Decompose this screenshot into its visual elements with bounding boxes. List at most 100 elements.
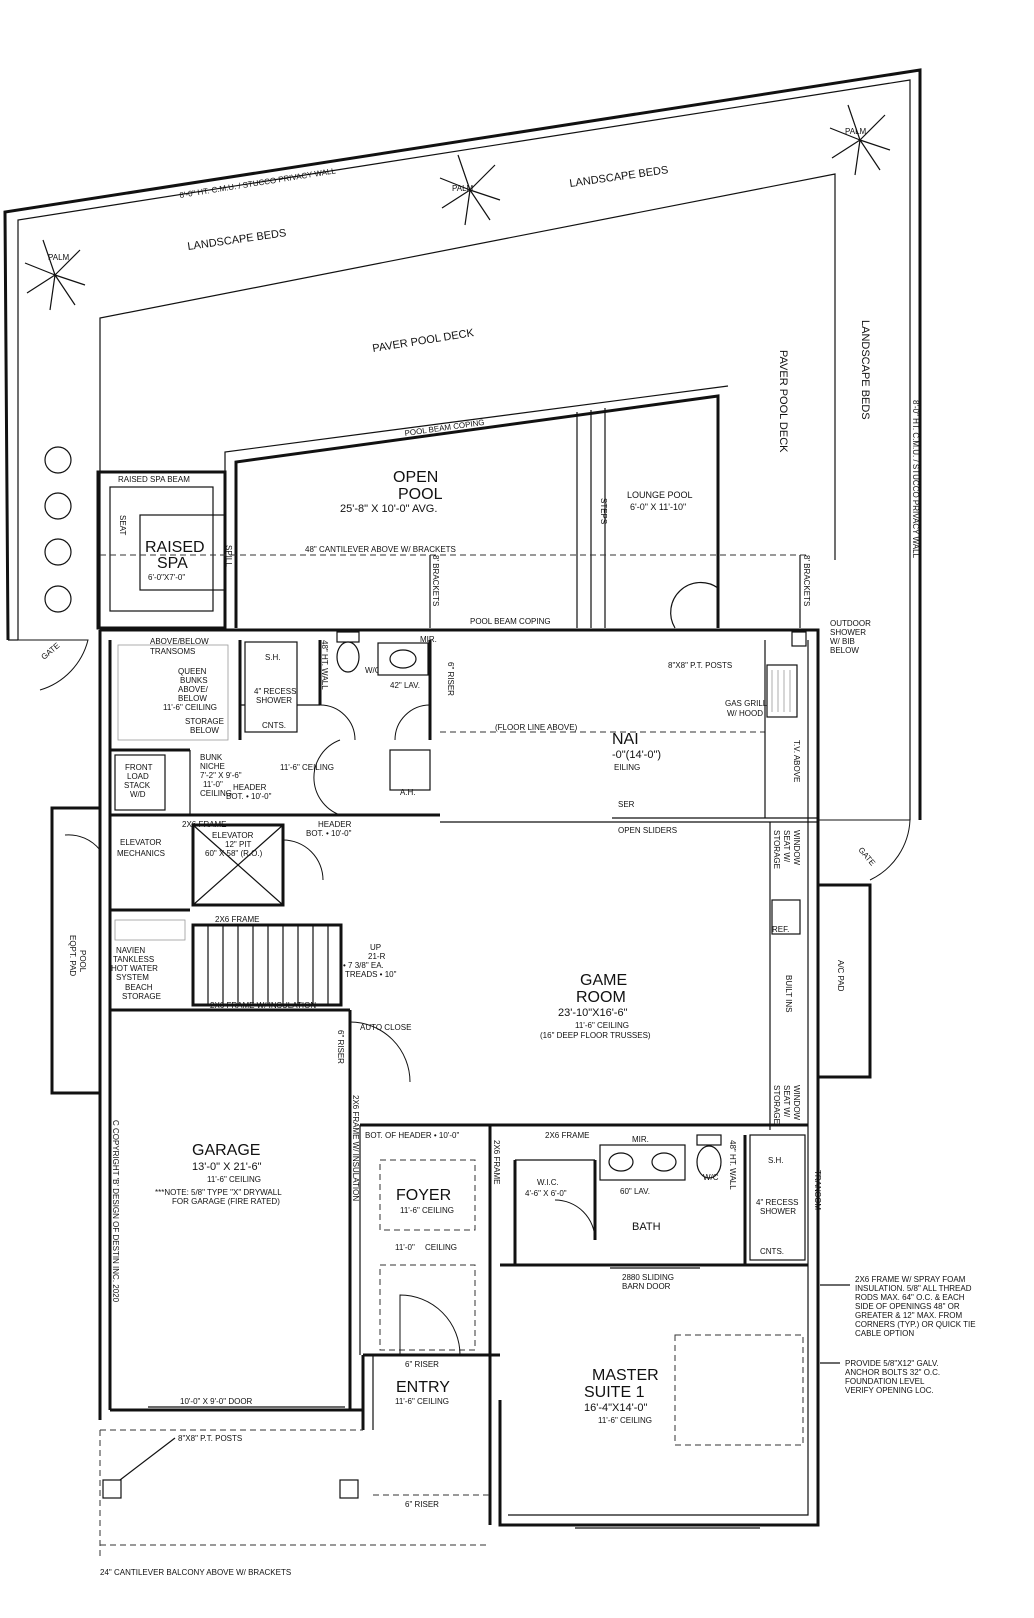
- master-suite-ceiling: 11'-6" CEILING: [598, 1416, 652, 1425]
- window-seat-label: WINDOW: [792, 830, 801, 866]
- queen-bunks-label: ABOVE/: [178, 685, 209, 694]
- frame-insulation-label: 2X6 FRAME W/ INSULATION: [210, 1001, 316, 1010]
- outdoor-shower-label: SHOWER: [830, 628, 866, 637]
- transoms-label: TRANSOMS: [150, 647, 195, 656]
- sink-icon: [377, 642, 429, 676]
- riser-label: 6" RISER: [405, 1500, 439, 1509]
- garage-title: GARAGE: [192, 1142, 260, 1159]
- double-sink-icon: [599, 1144, 686, 1181]
- bunk-niche-label: NICHE: [200, 762, 225, 771]
- palm-tree-icon: PALM: [829, 104, 891, 176]
- built-ins-label: BUILT INS: [784, 975, 793, 1013]
- privacy-wall-right-label: 8'-0" HT. C.M.U. / STUCCO PRIVACY WALL: [911, 400, 920, 559]
- game-room-title: ROOM: [576, 989, 626, 1006]
- bunks-ceiling-label: 11'-6" CEILING: [163, 703, 217, 712]
- mirror-label: MIR.: [420, 635, 437, 644]
- half-wall-label: 48" HT. WALL: [728, 1140, 737, 1190]
- recess-shower-label: SHOWER: [760, 1207, 796, 1216]
- open-sliders-label: OPEN SLIDERS: [618, 826, 677, 835]
- planter-circles: [44, 446, 72, 613]
- beach-storage-label: STORAGE: [122, 992, 161, 1001]
- barn-door-label: 2880 SLIDING: [622, 1273, 674, 1282]
- anchor-note: FOUNDATION LEVEL: [845, 1377, 925, 1386]
- game-room-dim: 23'-10"X16'-6": [558, 1007, 628, 1019]
- garage-dim: 13'-0" X 21'-6": [192, 1161, 262, 1173]
- recess-shower-label: SHOWER: [256, 696, 292, 705]
- pool-eqpt-label: EQPT. PAD: [68, 935, 77, 976]
- cantilever-bottom-label: 24" CANTILEVER BALCONY ABOVE W/ BRACKETS: [100, 1568, 291, 1577]
- bunk-niche-ceiling: CEILING: [200, 789, 232, 798]
- tv-above-label: T.V. ABOVE: [792, 740, 801, 782]
- game-room-note: (16" DEEP FLOOR TRUSSES): [540, 1031, 651, 1040]
- master-suite-title: MASTER: [592, 1367, 659, 1384]
- garage-note: FOR GARAGE (FIRE RATED): [172, 1197, 280, 1206]
- anchor-note: ANCHOR BOLTS 32" O.C.: [845, 1368, 940, 1377]
- staircase: [191, 923, 343, 1007]
- posts-label: 8"X8" P.T. POSTS: [668, 661, 732, 670]
- half-wall-label: 48" HT. WALL: [320, 640, 329, 690]
- lounge-pool-dim: 6'-0" X 11'-10": [630, 502, 686, 512]
- svg-text:GATE: GATE: [40, 641, 62, 662]
- pool-beam-coping-label: POOL BEAM COPING: [470, 617, 551, 626]
- landscape-beds-label: LANDSCAPE BEDS: [187, 227, 287, 253]
- riser-label: 6" RISER: [446, 662, 455, 696]
- stairs-label: 21-R: [368, 952, 386, 961]
- navien-label: HOT WATER: [111, 964, 158, 973]
- brackets-label: 8' BRACKETS: [431, 555, 440, 606]
- bunk-niche-label: BUNK: [200, 753, 223, 762]
- garage-ceiling: 11'-6" CEILING: [207, 1175, 261, 1184]
- window-seat-label: SEAT W/: [782, 1085, 791, 1118]
- gas-grill-label: GAS GRILL: [725, 699, 768, 708]
- wc-label: W/C: [365, 666, 381, 675]
- raised-spa: [96, 470, 227, 630]
- foyer-ceiling: 11'-6" CEILING: [400, 1206, 454, 1215]
- cnts-label: CNTS.: [760, 1247, 784, 1256]
- bath-label: BATH: [632, 1221, 661, 1233]
- mirror-label: MIR.: [632, 1135, 649, 1144]
- bot-header-label: BOT. OF HEADER • 10'-0": [365, 1131, 459, 1140]
- spray-foam-note: GREATER & 12" MAX. FROM: [855, 1311, 962, 1320]
- svg-text:PALM: PALM: [845, 127, 867, 136]
- raised-spa-beam-label: RAISED SPA BEAM: [118, 475, 190, 484]
- navien-label: TANKLESS: [113, 955, 154, 964]
- refrigerator-label: REF.: [772, 925, 789, 934]
- spray-foam-note: CABLE OPTION: [855, 1329, 914, 1338]
- game-room-ceiling: 11'-6" CEILING: [575, 1021, 629, 1030]
- foyer-title: FOYER: [396, 1187, 451, 1204]
- landscape-beds-label: LANDSCAPE BEDS: [859, 320, 871, 420]
- ac-pad-label: A/C PAD: [836, 960, 845, 992]
- spray-foam-note: CORNERS (TYP.) OR QUICK TIE: [855, 1320, 976, 1329]
- queen-bunks-label: BELOW: [178, 694, 207, 703]
- raised-spa-title: RAISED: [145, 539, 205, 556]
- header-bot-label: BOT. • 10'-0": [226, 792, 272, 801]
- stairs-label: UP: [370, 943, 381, 952]
- navien-label: SYSTEM: [116, 973, 149, 982]
- recess-shower-label: 4" RECESS: [254, 687, 296, 696]
- barn-door-label: BARN DOOR: [622, 1282, 671, 1291]
- cnts-label: CNTS.: [262, 721, 286, 730]
- privacy-wall: [3, 68, 922, 820]
- shower-head-label: S.H.: [768, 1156, 784, 1165]
- elevator-mechanics-label: ELEVATOR: [120, 838, 162, 847]
- foyer-ceiling-lower: CEILING: [425, 1243, 457, 1252]
- transoms-label: ABOVE/BELOW: [150, 637, 209, 646]
- pool-beam-coping-label: POOL BEAM COPING: [404, 418, 485, 438]
- lanai-riser: SER: [618, 800, 635, 809]
- shower-head-label: S.H.: [265, 653, 281, 662]
- gate-right: GATE: [818, 819, 911, 881]
- game-room-title: GAME: [580, 972, 627, 989]
- header-label: HEADER: [233, 783, 267, 792]
- wic-label: W.I.C.: [537, 1178, 559, 1187]
- svg-text:PALM: PALM: [48, 253, 70, 262]
- elevator-mechanics-label: MECHANICS: [117, 849, 165, 858]
- steps-label: STEPS: [599, 498, 608, 524]
- raised-spa-title: SPA: [157, 555, 188, 572]
- pool-outline: [224, 385, 729, 629]
- lav-label: 60" LAV.: [620, 1187, 650, 1196]
- spray-foam-note: RODS MAX. 64" O.C. & EACH: [855, 1293, 965, 1302]
- outdoor-shower-label: BELOW: [830, 646, 859, 655]
- window-seat-label: STORAGE: [772, 830, 781, 869]
- spray-foam-note: INSULATION. 5/8" ALL THREAD: [855, 1284, 972, 1293]
- lanai-dim: -0"(14'-0"): [612, 749, 661, 761]
